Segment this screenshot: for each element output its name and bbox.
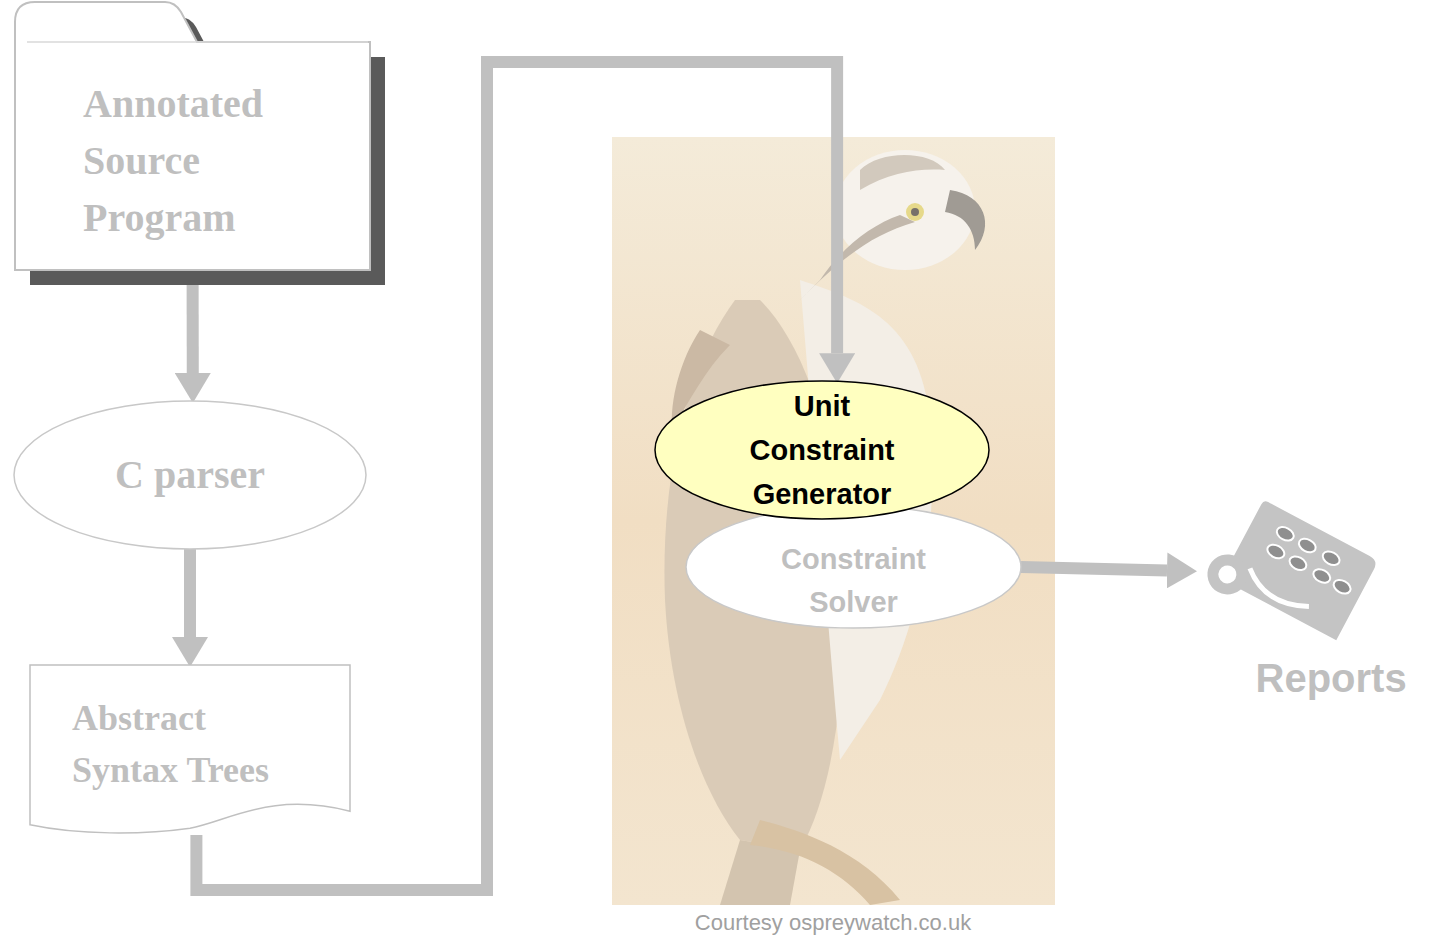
node-text: C parser (40, 451, 340, 499)
process-ellipse: C parser (13, 400, 367, 550)
source-folder: Annotated Source Program (15, 0, 385, 285)
process-ellipse: Constraint Solver (685, 505, 1022, 629)
ellipse-outline (14, 401, 366, 549)
bird-beak (945, 190, 985, 250)
bird-eye (906, 203, 924, 221)
credit-note: Courtesy ospreywatch.co.uk (695, 910, 971, 936)
node-text: Reports (1231, 655, 1431, 701)
bird-eye-stripe (800, 215, 915, 300)
ellipse-outline (686, 506, 1021, 628)
ellipse-outline (655, 381, 989, 519)
node-text: Constraint Solver (774, 538, 934, 624)
flow-arrow (1021, 567, 1167, 570)
node-text: Abstract Syntax Trees (72, 692, 297, 796)
report-scroll (1200, 492, 1378, 652)
document-box: Abstract Syntax Trees (30, 665, 350, 835)
flow-arrow (184, 549, 196, 637)
report-icon: Reports (1195, 498, 1435, 701)
flow-arrow (187, 285, 199, 373)
bird-pupil (911, 208, 919, 216)
folder-outline (15, 2, 370, 270)
bird-crown (860, 155, 945, 190)
document-outline (30, 665, 350, 833)
node-text: Unit Constraint Generator (742, 384, 902, 516)
process-ellipse: Unit Constraint Generator (654, 380, 990, 520)
bird-perch (750, 820, 900, 905)
folder-fold (27, 41, 368, 43)
node-text: Annotated Source Program (83, 75, 313, 246)
